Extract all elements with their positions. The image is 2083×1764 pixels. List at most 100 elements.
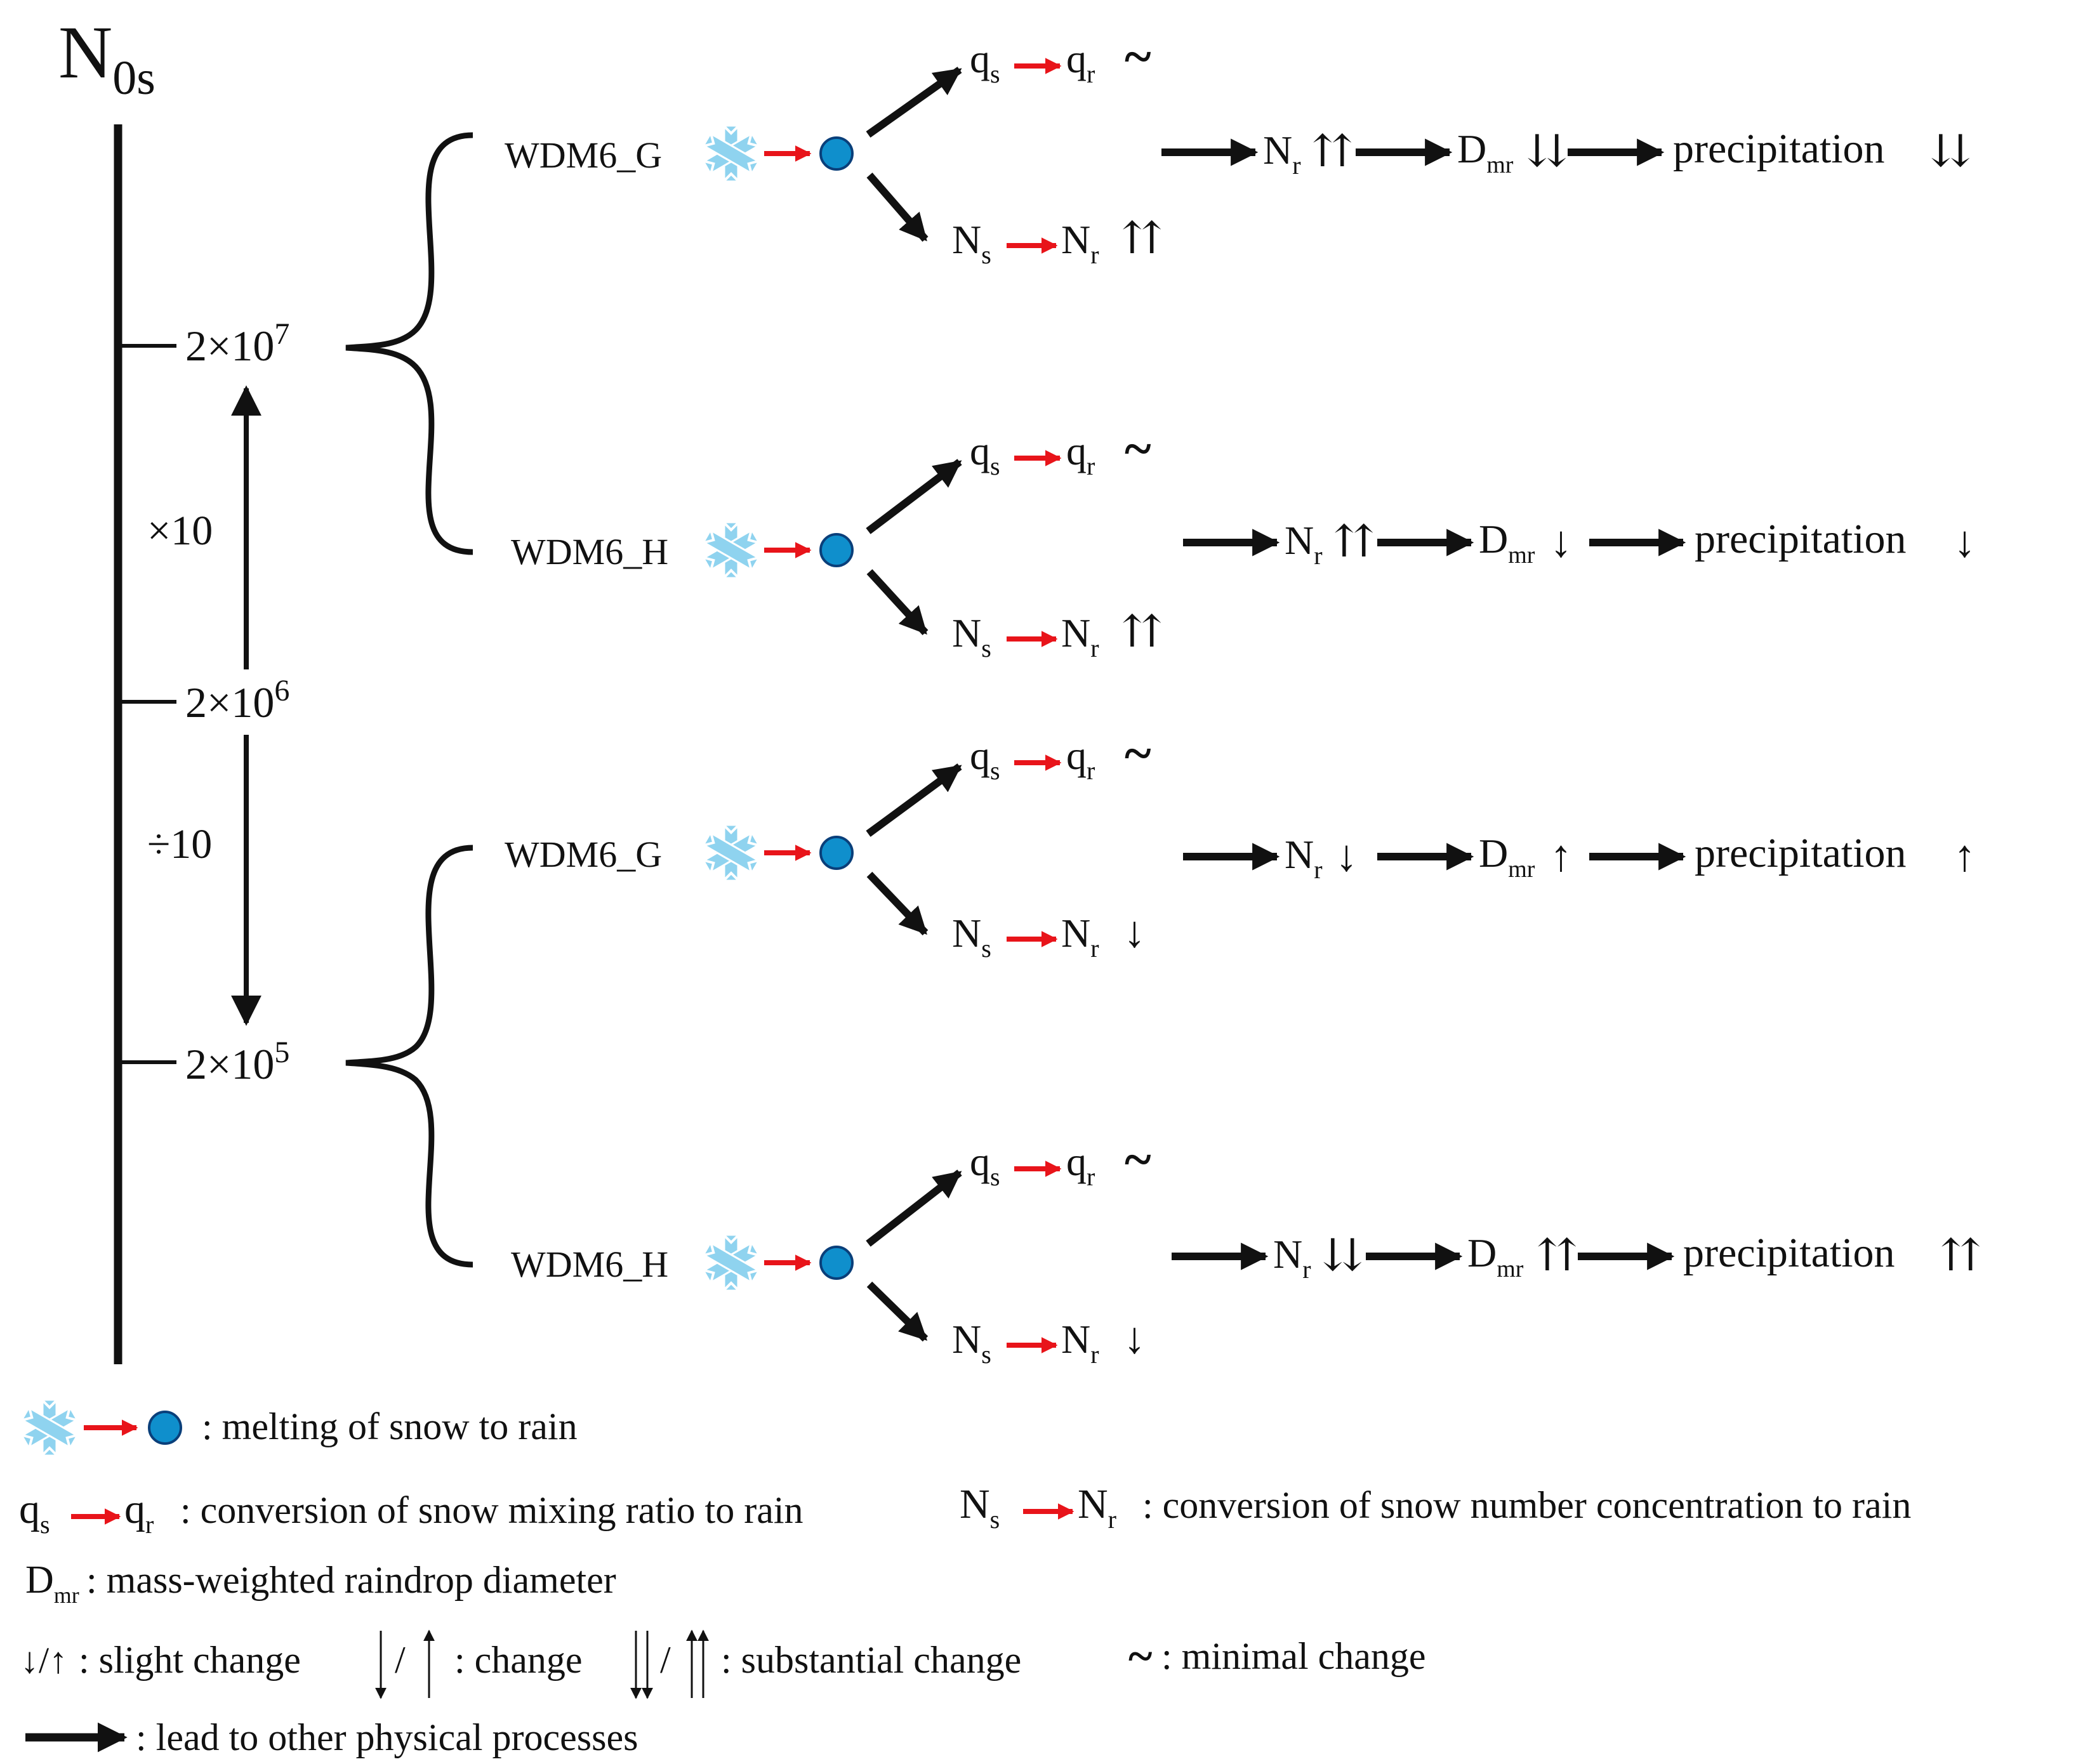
curly-brace-icon <box>345 845 473 1268</box>
qs-symbol: qs <box>970 428 1000 480</box>
tick-label-2e5: 2×105 <box>185 1036 289 1088</box>
scheme-label: WDM6_G <box>505 135 662 176</box>
dmr-change-indicator: ↑ <box>1550 832 1572 881</box>
qs-symbol: qs <box>970 36 1000 88</box>
nr-change-indicator: ⇈ <box>1335 518 1373 567</box>
raindrop-icon <box>819 836 854 870</box>
nr-symbol: Nr <box>1061 911 1099 963</box>
branch-arrow-down <box>866 569 929 636</box>
scale-down-label: ÷10 <box>147 821 212 867</box>
precipitation-change-indicator: ⇈ <box>1941 1232 1980 1280</box>
legend-change-text: : change <box>454 1639 583 1681</box>
svg-text:/: / <box>660 1639 671 1681</box>
legend-qs-symbol: qs <box>19 1486 50 1539</box>
legend-melting: : melting of snow to rain <box>202 1405 578 1447</box>
raindrop-icon <box>819 136 854 171</box>
nr-change-indicator: ↓ <box>1335 832 1358 881</box>
precipitation-label: precipitation <box>1683 1230 1895 1276</box>
precipitation-change-indicator: ⇊ <box>1931 128 1969 176</box>
snowflake-icon <box>18 1397 81 1458</box>
flow-dmr-symbol: Dmr <box>1467 1230 1524 1282</box>
precipitation-change-indicator: ↑ <box>1954 832 1976 881</box>
snowflake-icon <box>700 123 762 184</box>
raindrop-icon <box>819 533 854 567</box>
nr-change-indicator: ⇈ <box>1313 128 1351 176</box>
branch-arrow-up <box>866 459 962 534</box>
tick-label-2e6: 2×106 <box>185 674 289 727</box>
flow-dmr-symbol: Dmr <box>1457 126 1514 178</box>
nr-change-indicator: ⇊ <box>1323 1232 1361 1280</box>
q-change-indicator: ~ <box>1125 1132 1151 1188</box>
legend-slight-symbol: ↓/↑ <box>20 1640 67 1681</box>
flow-nr-symbol: Nr <box>1263 128 1301 180</box>
qr-symbol: qr <box>1066 733 1095 785</box>
legend-nr-symbol: Nr <box>1078 1481 1116 1534</box>
scheme-label: WDM6_H <box>511 1244 668 1285</box>
precipitation-label: precipitation <box>1673 126 1885 172</box>
branch-arrow-up <box>866 67 962 138</box>
qr-symbol: qr <box>1066 36 1095 88</box>
n-change-indicator: ↓ <box>1123 1314 1146 1363</box>
legend-slight-text: : slight change <box>79 1639 301 1681</box>
nr-symbol: Nr <box>1061 1317 1099 1369</box>
tick-label-2e7: 2×107 <box>185 317 289 370</box>
legend-n-conversion: : conversion of snow number concentratio… <box>1142 1484 1911 1526</box>
legend-dmr-text: : mass-weighted raindrop diameter <box>86 1559 616 1601</box>
flow-dmr-symbol: Dmr <box>1479 517 1535 569</box>
qr-symbol: qr <box>1066 1139 1095 1191</box>
branch-arrow-down <box>866 1281 929 1342</box>
curly-brace-icon <box>345 132 473 555</box>
flow-dmr-symbol: Dmr <box>1479 831 1535 883</box>
branch-arrow-down <box>866 871 929 936</box>
qr-symbol: qr <box>1066 428 1095 480</box>
n-change-indicator: ⇈ <box>1123 214 1161 263</box>
ns-symbol: Ns <box>952 911 991 963</box>
scale-up-label: ×10 <box>147 508 213 554</box>
precipitation-label: precipitation <box>1695 516 1907 562</box>
raindrop-icon <box>819 1246 854 1280</box>
branch-arrow-down <box>866 173 929 242</box>
ns-symbol: Ns <box>952 1317 991 1369</box>
legend-minimal-text: : minimal change <box>1161 1635 1426 1677</box>
q-change-indicator: ~ <box>1125 29 1151 85</box>
legend-dmr-symbol: Dmr <box>25 1558 79 1608</box>
dmr-change-indicator: ⇊ <box>1528 128 1566 176</box>
branch-arrow-up <box>866 763 962 837</box>
raindrop-icon <box>148 1411 182 1445</box>
n-change-indicator: ↓ <box>1123 908 1146 957</box>
scheme-label: WDM6_G <box>505 834 662 875</box>
qs-symbol: qs <box>970 733 1000 785</box>
axis-title: N0s <box>58 11 155 105</box>
ns-symbol: Ns <box>952 610 991 662</box>
legend-substantial-text: : substantial change <box>721 1639 1021 1681</box>
substantial-arrows-icon: / <box>630 1629 709 1699</box>
snowflake-icon <box>700 822 762 883</box>
svg-text:/: / <box>395 1639 406 1681</box>
legend-ns-symbol: Ns <box>960 1481 1000 1534</box>
flow-nr-symbol: Nr <box>1285 518 1323 570</box>
flow-nr-symbol: Nr <box>1273 1232 1311 1284</box>
precipitation-change-indicator: ↓ <box>1954 518 1976 567</box>
flow-nr-symbol: Nr <box>1285 832 1323 884</box>
scheme-label: WDM6_H <box>511 531 668 572</box>
dmr-change-indicator: ↓ <box>1550 518 1572 567</box>
legend-q-conversion: : conversion of snow mixing ratio to rai… <box>180 1489 803 1531</box>
legend-qr-symbol: qr <box>124 1486 154 1539</box>
nr-symbol: Nr <box>1061 217 1099 269</box>
q-change-indicator: ~ <box>1125 726 1151 782</box>
nr-symbol: Nr <box>1061 610 1099 662</box>
legend: : melting of snow to rain qs qr : conver… <box>18 1397 1911 1758</box>
legend-arrow-text: : lead to other physical processes <box>136 1716 638 1758</box>
snowflake-icon <box>700 1232 762 1293</box>
precipitation-label: precipitation <box>1695 830 1907 876</box>
dmr-change-indicator: ⇈ <box>1538 1232 1576 1280</box>
q-change-indicator: ~ <box>1125 421 1151 477</box>
legend-minimal-symbol: ~ <box>1128 1631 1152 1682</box>
qs-symbol: qs <box>970 1139 1000 1191</box>
